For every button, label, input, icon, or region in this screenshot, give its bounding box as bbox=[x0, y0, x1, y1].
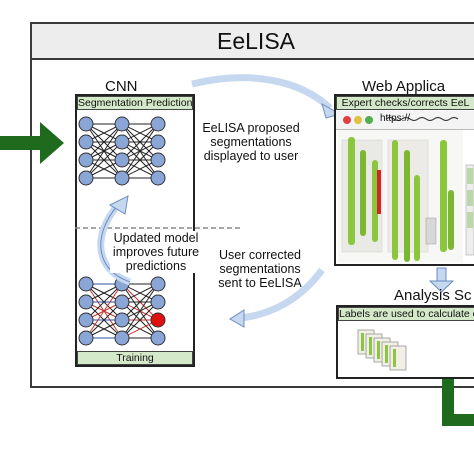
error-node bbox=[150, 312, 166, 328]
web-app-bar: Expert checks/corrects EeL bbox=[336, 96, 474, 110]
network-node bbox=[114, 170, 130, 186]
leaf-sample bbox=[404, 150, 410, 262]
minimize-dot-icon[interactable] bbox=[354, 116, 362, 124]
eelisa-title: EeLISA bbox=[30, 22, 474, 60]
prediction-network bbox=[78, 116, 166, 186]
leaf-sample bbox=[360, 150, 366, 236]
proposed-caption-line-3: displayed to user bbox=[203, 149, 299, 163]
network-node bbox=[114, 152, 130, 168]
network-connection bbox=[121, 283, 159, 339]
corrected-caption-line-2: segmentations bbox=[219, 262, 301, 276]
network-connection bbox=[121, 301, 159, 339]
update-caption-line-3: predictions bbox=[125, 259, 187, 273]
analysis-heading: Analysis Sc bbox=[394, 287, 472, 304]
network-node bbox=[78, 116, 94, 132]
network-connection bbox=[85, 283, 123, 339]
leaf-sample bbox=[440, 140, 447, 252]
url-text[interactable]: https:// bbox=[380, 113, 411, 124]
network-node bbox=[114, 116, 130, 132]
network-node bbox=[78, 294, 94, 310]
proposed-caption: EeLISA proposed segmentations displayed … bbox=[196, 121, 306, 163]
down-arrow-icon bbox=[428, 280, 455, 293]
maximize-dot-icon[interactable] bbox=[365, 116, 373, 124]
network-connection bbox=[85, 283, 123, 321]
cnn-panel bbox=[75, 94, 195, 367]
training-bar: Training bbox=[77, 351, 193, 365]
network-node bbox=[78, 276, 94, 292]
network-connection bbox=[121, 283, 159, 321]
leaf-sample bbox=[448, 190, 454, 250]
network-connection bbox=[85, 301, 123, 339]
corrected-arrow-head bbox=[229, 309, 245, 328]
network-connection bbox=[121, 123, 159, 161]
network-node bbox=[150, 152, 166, 168]
corrected-caption-line-3: sent to EeLISA bbox=[218, 276, 302, 290]
network-node bbox=[114, 312, 130, 328]
network-node bbox=[150, 116, 166, 132]
network-node bbox=[114, 294, 130, 310]
proposed-caption-line-2: segmentations bbox=[210, 135, 292, 149]
network-node bbox=[78, 134, 94, 150]
leaf-sample bbox=[392, 140, 398, 260]
training-network bbox=[78, 276, 166, 346]
update-arrow-head bbox=[108, 195, 129, 215]
network-node bbox=[78, 312, 94, 328]
network-node bbox=[114, 330, 130, 346]
proposed-caption-line-1: EeLISA proposed bbox=[202, 121, 300, 135]
network-connection bbox=[121, 141, 159, 179]
network-connection bbox=[85, 123, 123, 179]
leaf-sample bbox=[414, 175, 420, 261]
network-node bbox=[150, 330, 166, 346]
network-connection bbox=[85, 123, 123, 161]
web-app-heading: Web Applica bbox=[362, 78, 446, 95]
network-node bbox=[78, 152, 94, 168]
update-caption: Updated model improves future prediction… bbox=[110, 231, 202, 273]
network-connection bbox=[85, 141, 123, 179]
close-dot-icon[interactable] bbox=[343, 116, 351, 124]
network-node bbox=[150, 276, 166, 292]
network-node bbox=[78, 330, 94, 346]
browser-toolbar: https:// bbox=[336, 111, 474, 130]
network-connection bbox=[121, 123, 159, 179]
network-node bbox=[150, 170, 166, 186]
leaf-sample bbox=[372, 160, 378, 242]
leaf-sample bbox=[348, 137, 355, 245]
corrected-caption-line-1: User corrected bbox=[219, 248, 301, 262]
cnn-heading: CNN bbox=[105, 78, 138, 95]
corrected-segment bbox=[377, 170, 381, 214]
network-node bbox=[114, 134, 130, 150]
segmentation-prediction-bar: Segmentation Prediction bbox=[77, 96, 193, 110]
network-node bbox=[150, 134, 166, 150]
network-node bbox=[78, 170, 94, 186]
network-node bbox=[150, 294, 166, 310]
analysis-bar: Labels are used to calculate c bbox=[338, 307, 474, 321]
update-caption-line-2: improves future bbox=[112, 245, 200, 259]
corrected-caption: User corrected segmentations sent to EeL… bbox=[206, 248, 314, 290]
update-caption-line-1: Updated model bbox=[113, 231, 199, 245]
